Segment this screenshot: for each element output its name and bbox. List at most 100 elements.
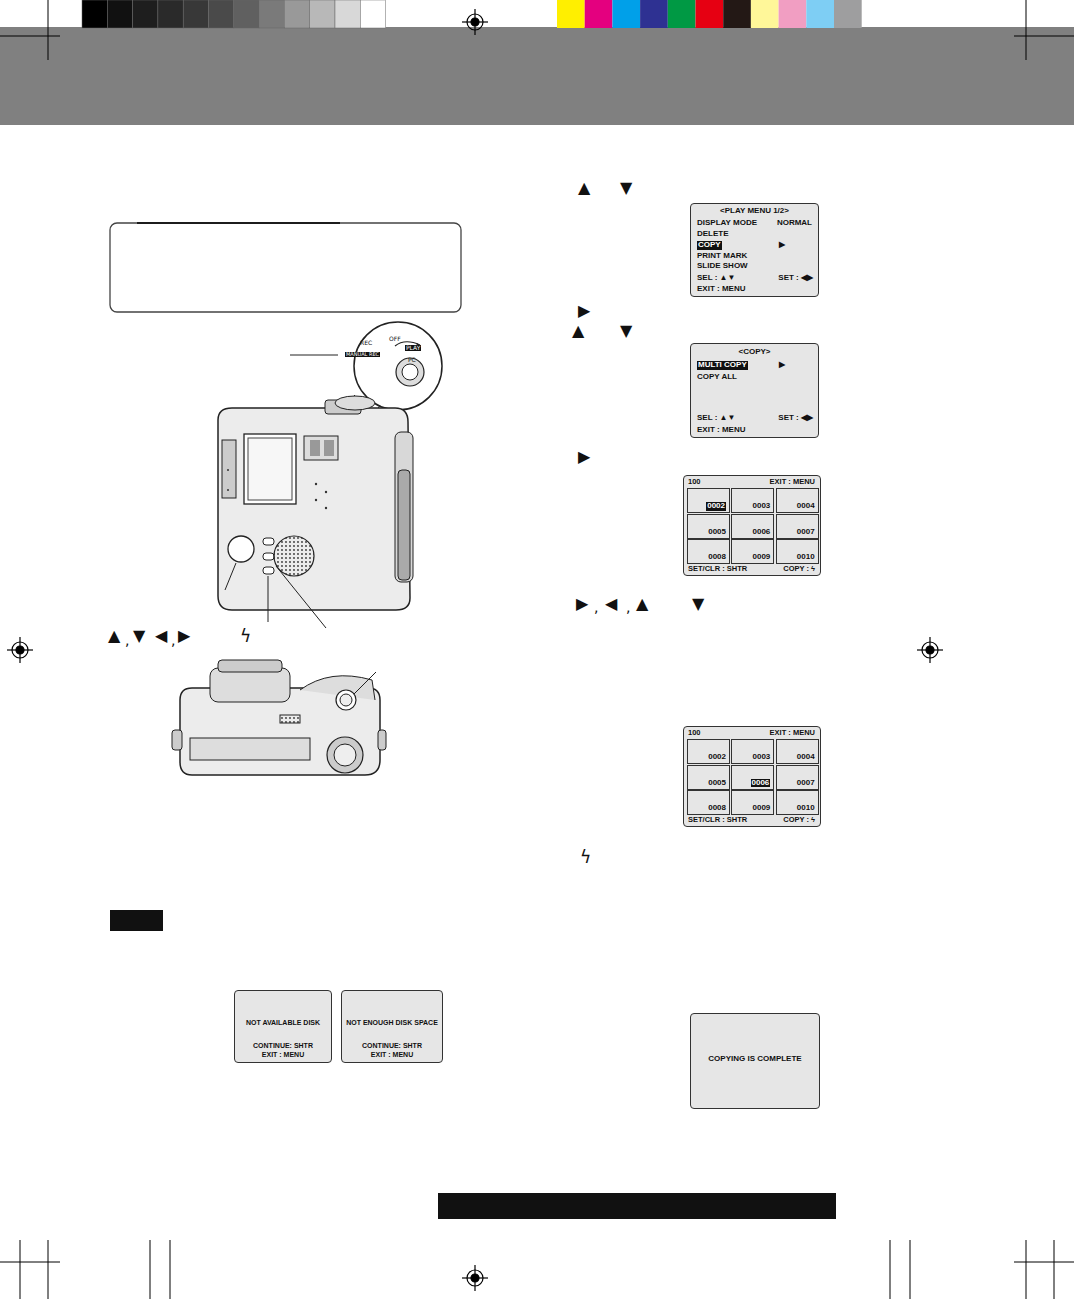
screen-text: COPY : ϟ — [783, 816, 815, 824]
thumbnail-cell: 0006 — [731, 765, 774, 790]
screen-text: 0007 — [797, 779, 815, 788]
screen-text: MULTI COPY — [697, 361, 748, 370]
screen-text: PRINT MARK — [697, 252, 747, 261]
button-symbol: ▼ — [133, 628, 145, 644]
screen-text: EXIT : MENU — [697, 285, 745, 294]
screen-text: SET/CLR : SHTR — [688, 816, 747, 824]
button-symbol: ▲ — [636, 596, 648, 612]
screen-text: COPY — [697, 241, 722, 250]
screen-text: COPY ALL — [697, 373, 737, 382]
thumbnail-cell: 0005 — [687, 765, 730, 790]
thumbnail-cell: 0009 — [731, 790, 774, 815]
button-symbol: , — [171, 633, 175, 647]
screen-text: SEL : ▲▼ — [697, 414, 735, 423]
screen-text: 0002 — [706, 502, 726, 511]
button-symbol: , — [125, 633, 129, 647]
screen-text: SET : ◀▶ — [778, 414, 813, 423]
button-symbol: ▼ — [692, 596, 704, 612]
screen-text: SLIDE SHOW — [697, 262, 748, 271]
thumbnail-cell: 0002 — [687, 488, 730, 513]
screen-text: 0003 — [753, 502, 771, 511]
screen-text: 0005 — [708, 779, 726, 788]
thumbnail-cell: 0002 — [687, 739, 730, 764]
screen-text: 0004 — [797, 502, 815, 511]
screen-text: 0010 — [797, 553, 815, 562]
screen-text: 0010 — [797, 804, 815, 813]
thumbnail-cell: 0008 — [687, 790, 730, 815]
thumbnail-cell: 0003 — [731, 739, 774, 764]
dial-label: PLAY — [405, 345, 421, 351]
screen-text: <COPY> — [738, 348, 770, 357]
button-symbol: ▲ — [108, 628, 120, 644]
button-symbol: ▶ — [578, 303, 590, 319]
lcd-screen: NOT AVAILABLE DISK CONTINUE: SHTREXIT : M… — [234, 990, 332, 1063]
screen-text: EXIT : MENU — [262, 1051, 304, 1059]
screen-text: CONTINUE: SHTR — [362, 1042, 422, 1050]
thumbnail-cell: 0007 — [776, 765, 819, 790]
lcd-screen: NOT ENOUGH DISK SPACE CONTINUE: SHTREXIT … — [341, 990, 443, 1063]
screen-text: EXIT : MENU — [697, 426, 745, 435]
screen-text: NOT AVAILABLE DISK — [246, 1019, 320, 1027]
screen-text: COPY : ϟ — [783, 565, 815, 573]
button-symbol: ▲ — [572, 323, 584, 339]
screen-text: 0006 — [753, 528, 771, 537]
screen-text: NORMAL — [777, 219, 812, 228]
screen-text: EXIT : MENU — [371, 1051, 413, 1059]
screen-text: COPYING IS COMPLETE — [708, 1055, 801, 1064]
thumbnail-cell: 0010 — [776, 539, 819, 564]
screen-text: 0009 — [753, 553, 771, 562]
button-symbol: ▶ — [578, 449, 590, 465]
button-symbol: ▶ — [178, 628, 190, 644]
dial-label: MANUAL REC — [345, 352, 380, 357]
screen-text: 0007 — [797, 528, 815, 537]
screen-text: EXIT : MENU — [770, 478, 815, 486]
lcd-screen: 100 EXIT : MENU SET/CLR : SHTR COPY : ϟ 0002… — [683, 726, 821, 827]
screen-text: 0002 — [708, 753, 726, 762]
dial-label: PC — [408, 357, 416, 363]
screen-text: 0003 — [753, 753, 771, 762]
button-symbol: ▼ — [620, 323, 632, 339]
screen-text: SET : ◀▶ — [778, 274, 813, 283]
lcd-screen: <PLAY MENU 1/2> DISPLAY MODE NORMAL DELETE C… — [690, 203, 819, 297]
screen-text: 0008 — [708, 804, 726, 813]
screen-text: 100 — [688, 729, 701, 737]
screen-text: <PLAY MENU 1/2> — [720, 207, 789, 216]
screen-text: ▶ — [779, 241, 785, 250]
screen-text: NOT ENOUGH DISK SPACE — [346, 1019, 438, 1027]
thumbnail-cell: 0005 — [687, 514, 730, 539]
thumbnail-cell: 0010 — [776, 790, 819, 815]
button-symbol: , — [626, 600, 630, 614]
screen-text: ▶ — [779, 361, 785, 370]
screen-text: 0004 — [797, 753, 815, 762]
button-symbol: ◀ — [605, 596, 617, 612]
screen-text: DISPLAY MODE — [697, 219, 757, 228]
button-symbol: , — [594, 600, 598, 614]
screen-text: 0006 — [751, 779, 771, 788]
lcd-screen: COPYING IS COMPLETE — [690, 1013, 820, 1109]
dial-label: REC — [360, 340, 372, 346]
screen-text: 0009 — [753, 804, 771, 813]
screen-text: SEL : ▲▼ — [697, 274, 735, 283]
screen-text: CONTINUE: SHTR — [253, 1042, 313, 1050]
screen-text: SET/CLR : SHTR — [688, 565, 747, 573]
button-symbol: ϟ — [580, 849, 591, 866]
button-symbol: ▶ — [576, 596, 588, 612]
dial-label: OFF — [389, 336, 401, 342]
button-symbol: ▼ — [620, 180, 632, 196]
thumbnail-cell: 0007 — [776, 514, 819, 539]
button-symbol: ϟ — [240, 628, 251, 645]
lcd-screen: <COPY> MULTI COPY ▶ COPY ALL SEL : ▲▼ SET : ◀… — [690, 343, 819, 438]
button-symbol: ▲ — [578, 180, 590, 196]
button-symbol: ◀ — [155, 628, 167, 644]
thumbnail-cell: 0004 — [776, 488, 819, 513]
thumbnail-cell: 0006 — [731, 514, 774, 539]
lcd-screen: 100EXIT : MENUSET/CLR : SHTRCOPY : ϟ0002… — [683, 475, 821, 576]
thumbnail-cell: 0008 — [687, 539, 730, 564]
thumbnail-cell: 0003 — [731, 488, 774, 513]
thumbnail-cell: 0009 — [731, 539, 774, 564]
screen-text: EXIT : MENU — [770, 729, 815, 737]
screen-text: 0008 — [708, 553, 726, 562]
screen-text: 0005 — [708, 528, 726, 537]
screen-text: DELETE — [697, 230, 729, 239]
